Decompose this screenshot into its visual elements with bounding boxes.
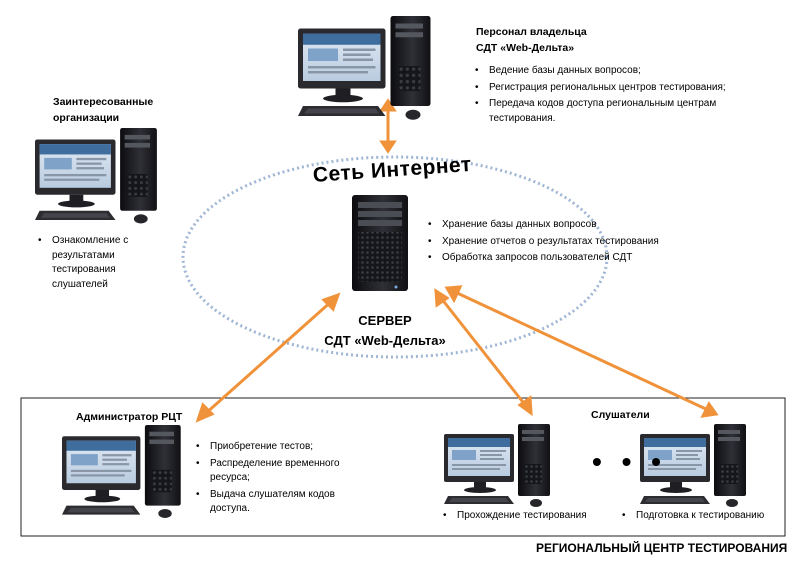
list-item: Распределение временного ресурса; [196, 457, 376, 486]
regional-center-frame [20, 397, 786, 537]
desktop-computer-icon [444, 424, 550, 507]
server-functions: Хранение базы данных вопросов Хранение о… [428, 218, 708, 268]
organizations-title: Заинтересованные организации [53, 94, 153, 126]
listener-left-function: Прохождение тестирования [443, 509, 613, 526]
server-title-line2: СДТ «Web-Дельта» [324, 333, 446, 348]
organizations-title-line1: Заинтересованные [53, 96, 154, 108]
organizations-title-line2: организации [53, 112, 120, 124]
arrow-server-listener-left [439, 297, 528, 407]
owner-functions: Ведение базы данных вопросов; Регистраци… [475, 64, 775, 128]
owner-title-line2: СДТ «Web-Дельта» [476, 42, 575, 54]
listener-right-function: Подготовка к тестированию [622, 509, 792, 526]
list-item: Ознакомление с результатами тестирования… [38, 234, 148, 292]
list-item: Выдача слушателям кодов доступа. [196, 488, 376, 517]
listeners-title: Слушатели [591, 409, 650, 421]
server-title-line1: СЕРВЕР [358, 313, 412, 328]
admin-functions: Приобретение тестов; Распределение време… [196, 440, 376, 519]
list-item: Подготовка к тестированию [622, 509, 792, 524]
list-item: Передача кодов доступа региональным цент… [475, 97, 775, 126]
desktop-computer-icon [298, 16, 431, 120]
arrow-server-admin [204, 298, 334, 416]
list-item: Хранение базы данных вопросов [428, 218, 708, 233]
owner-title: Персонал владельца СДТ «Web-Дельта» [476, 24, 587, 56]
server-title: СЕРВЕР СДТ «Web-Дельта» [300, 311, 470, 351]
list-item: Регистрация региональных центров тестиро… [475, 81, 775, 96]
regional-center-caption: РЕГИОНАЛЬНЫЙ ЦЕНТР ТЕСТИРОВАНИЯ [536, 541, 788, 555]
list-item: Прохождение тестирования [443, 509, 613, 524]
desktop-computer-icon [62, 425, 181, 518]
desktop-computer-icon [35, 128, 157, 224]
list-item: Ведение базы данных вопросов; [475, 64, 775, 79]
connection-arrows [195, 98, 719, 423]
list-item: Хранение отчетов о результатах тестирова… [428, 235, 708, 250]
organizations-functions: Ознакомление с результатами тестирования… [38, 234, 148, 294]
list-item: Обработка запросов пользователей СДТ [428, 251, 708, 266]
arrow-server-listener-right [454, 290, 709, 412]
admin-title: Администратор РЦТ [76, 411, 183, 423]
server-tower-icon [352, 195, 408, 291]
owner-title-line1: Персонал владельца [476, 26, 587, 38]
list-item: Приобретение тестов; [196, 440, 376, 455]
listeners-ellipsis: • • • [592, 446, 667, 477]
